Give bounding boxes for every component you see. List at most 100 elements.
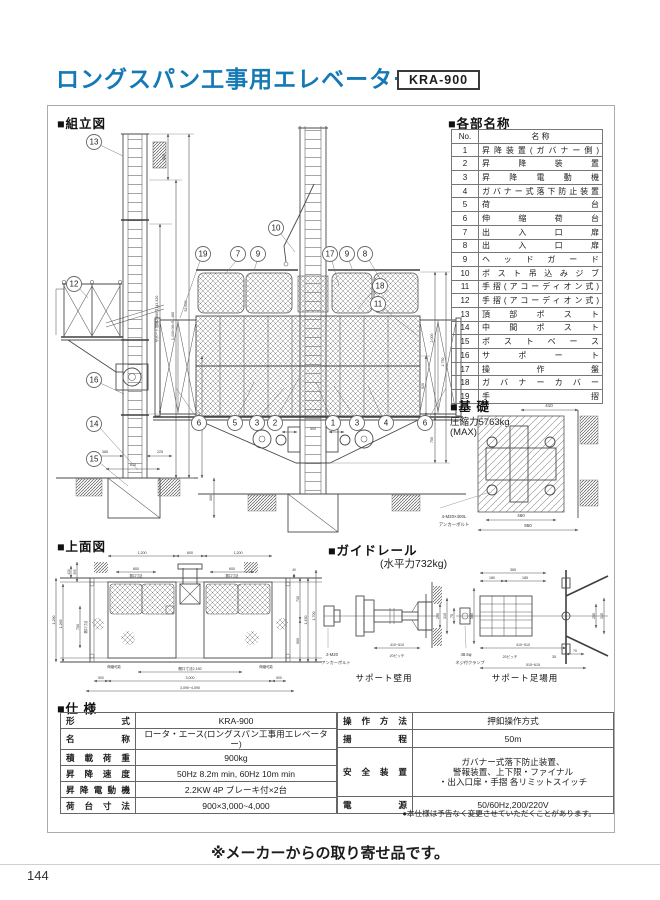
topview-structure — [60, 562, 322, 663]
wall-bolt-label: アンカーボルト — [321, 659, 350, 666]
guiderail-diagram: 255 315 2-M20 アンカーボルト 410~510 20ピッチ サポート… — [321, 568, 609, 683]
callout-1: 1 — [315, 381, 341, 431]
dim-600-panel: 600 — [229, 567, 235, 571]
wall-bolt-spec: 2-M20 — [326, 652, 339, 657]
table-row: 安全装置 ガバナー式落下防止装置、 警報装置、上下限・ファイナル ・出入口扉・手… — [337, 746, 614, 797]
foundation-max: (MAX) — [450, 427, 477, 438]
dim-185: 185 — [522, 576, 528, 580]
guiderail-heading: ■ガイドレール — [328, 544, 418, 558]
safety-devices-value: ガバナー式落下防止装置、 警報装置、上下限・ファイナル ・出入口扉・手摺 各リミ… — [412, 746, 614, 797]
topview-heading: ■上面図 — [57, 540, 107, 554]
svg-text:13: 13 — [90, 138, 99, 147]
callout-18: 18 — [357, 278, 388, 310]
svg-text:12: 12 — [70, 280, 79, 289]
dim-kaikou-side: 開口寸法 — [83, 621, 88, 634]
parts-col-name: 名 称 — [478, 129, 603, 144]
callout-17: 17 — [322, 246, 340, 287]
callout-6b: 6 — [417, 387, 447, 431]
dim-total-height: 52,650 — [184, 301, 188, 312]
dim-460: 460 — [517, 513, 525, 518]
callout-7: 7 — [225, 246, 246, 274]
wall-support: 255 315 2-M20 アンカーボルト 410~510 20ピッチ サポート… — [321, 582, 449, 683]
dim-365: 365 — [102, 450, 108, 454]
dim-730: 730 — [296, 596, 300, 602]
left-mast — [105, 133, 167, 478]
dim-500: 500 — [310, 427, 316, 431]
svg-text:9: 9 — [345, 250, 350, 259]
dim-820: 820 — [162, 154, 166, 160]
callout-3b: 3 — [333, 385, 365, 431]
svg-text:7: 7 — [236, 250, 241, 259]
svg-text:3: 3 — [355, 419, 360, 428]
dim-750: 750 — [430, 437, 434, 443]
dim-3000: 3,000 — [186, 676, 195, 680]
scaffold-support: 75 500 365 180 185 255 315 48.6φ ネジ付クランプ — [450, 568, 609, 683]
dim-pitch-scaffold: 20ピッチ — [503, 654, 518, 659]
dim-315-scaffold: 315 — [600, 613, 604, 619]
topview-dims: 1,200 600 1,200 800 開口寸法 600 開口寸法 1,290 … — [52, 551, 318, 693]
callout-19: 19 — [179, 246, 211, 319]
parts-col-no: No. — [451, 129, 479, 144]
callout-2: 2 — [267, 377, 300, 431]
svg-text:2: 2 — [273, 419, 278, 428]
jib-line — [283, 183, 315, 263]
dim-35: 35 — [552, 655, 556, 659]
svg-text:1: 1 — [331, 419, 336, 428]
table-row: 名称ロータ・エース(ロングスパン工事用エレベーター) — [60, 728, 337, 750]
dim-range-wall: 410~510 — [390, 643, 404, 647]
cage-upper-panels — [196, 269, 420, 314]
dim-800: 800 — [133, 567, 139, 571]
specs-disclaimer: ●本仕様は予告なく変更させていただくことがあります。 — [402, 809, 596, 818]
dim-range-scaffold: 410~510 — [516, 643, 530, 647]
scaffold-support-caption: サポート足場用 — [492, 673, 559, 683]
svg-text:16: 16 — [90, 376, 99, 385]
assembly-diagram: 820 サポート間隔2,860又は3,320 1,430×36=51,480 5… — [55, 126, 466, 533]
dim-kaikou-right: 開口寸法 — [226, 573, 239, 578]
dim-support-span: サポート間隔2,860又は3,320 — [154, 296, 159, 343]
dim-255-wall: 255 — [436, 613, 440, 619]
dim-shinshuku-left: 伸縮可能 — [107, 664, 121, 669]
center-foundation — [198, 493, 466, 533]
left-foundation — [56, 477, 198, 519]
svg-text:9: 9 — [256, 250, 261, 259]
dim-410: 410 — [545, 403, 553, 408]
callout-8: 8 — [357, 246, 382, 281]
dim-920: 920 — [421, 383, 425, 389]
svg-text:10: 10 — [272, 224, 281, 233]
svg-text:3: 3 — [255, 419, 260, 428]
dim-2150: 開口寸法2,150 — [178, 666, 201, 671]
dim-2750: 2,750 — [441, 358, 445, 367]
svg-text:5: 5 — [233, 419, 238, 428]
assembly-heading: ■組立図 — [57, 117, 107, 131]
dim-kaikou-left: 開口寸法 — [130, 573, 143, 578]
dim-515-615: 515~615 — [526, 663, 540, 667]
svg-text:14: 14 — [90, 420, 99, 429]
topview-diagram: 1,200 600 1,200 800 開口寸法 600 開口寸法 1,290 … — [52, 551, 322, 693]
callout-14: 14 — [86, 416, 139, 471]
callout-3a: 3 — [249, 387, 285, 431]
anchor-bolt-label: アンカーボルト — [439, 521, 470, 528]
dim-1200-right: 1,200 — [234, 551, 243, 555]
callout-16: 16 — [86, 372, 125, 395]
dim-module: 1,430×36=51,480 — [171, 312, 175, 340]
page-number: 144 — [27, 868, 49, 883]
svg-text:4: 4 — [384, 419, 389, 428]
